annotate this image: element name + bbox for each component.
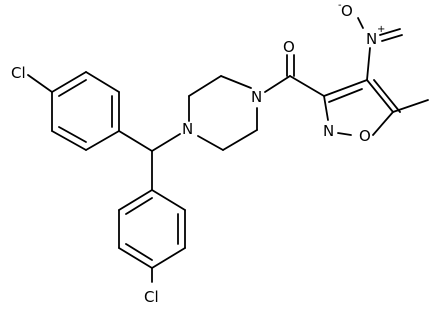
- bond-ring2: [151, 247, 186, 269]
- bond-ring1: [85, 130, 120, 151]
- atom-cl-top: Cl: [11, 64, 26, 82]
- atom-n-piperazine-left: N: [182, 120, 193, 138]
- bond-isoxazole-double: [373, 79, 401, 113]
- atom-o-nitro: O: [341, 2, 353, 20]
- bond-piperazine: [188, 75, 222, 97]
- bond-isoxazole-double: [328, 88, 363, 103]
- bond-nitro-double: [381, 34, 403, 42]
- bond-methyl: [392, 99, 429, 113]
- bond-ring1: [51, 71, 87, 93]
- bond-isoxazole: [323, 79, 368, 97]
- bond-ring1: [85, 71, 120, 93]
- bond-piperazine: [220, 75, 252, 89]
- bond-ring1-ch: [118, 130, 153, 152]
- bond-ring2-double: [125, 243, 153, 261]
- atom-labels: Cl Cl N N O N + O - N O: [11, 0, 385, 306]
- bond-cl-top-ring: [27, 74, 53, 93]
- bond-ring1-double: [58, 79, 87, 97]
- bond-piperazine: [197, 135, 224, 151]
- bond-isoxazole: [337, 132, 352, 136]
- bond-ring1: [51, 130, 87, 151]
- bond-carbonyl-isoxazole: [289, 75, 325, 97]
- bond-nitro-double: [379, 28, 401, 36]
- bond-piperazine: [222, 129, 258, 151]
- atom-n-nitro: N: [366, 30, 377, 48]
- charge-nitro-o: -: [338, 0, 342, 11]
- bond-ring2: [151, 189, 186, 211]
- bond-ring1-double: [58, 126, 87, 143]
- bond-isoxazole: [372, 111, 394, 136]
- bond-isoxazole: [366, 79, 394, 113]
- atom-o-carbonyl: O: [283, 38, 295, 56]
- atom-n-piperazine-right: N: [251, 88, 262, 106]
- bond-ring2: [118, 189, 153, 211]
- atom-o-isoxazole: O: [359, 127, 371, 145]
- bond-n-carbonyl: [264, 75, 291, 93]
- atom-cl-bottom: Cl: [144, 288, 159, 306]
- charge-nitro-n: +: [377, 24, 385, 35]
- bonds: [27, 17, 429, 283]
- bond-ch-n: [151, 133, 181, 152]
- atom-n-isoxazole: N: [323, 122, 334, 140]
- bond-ring2: [118, 247, 153, 269]
- bond-nitro: [366, 47, 371, 81]
- bond-nitro: [357, 17, 364, 29]
- bond-ring2-double: [125, 197, 153, 215]
- bond-isoxazole: [323, 95, 329, 121]
